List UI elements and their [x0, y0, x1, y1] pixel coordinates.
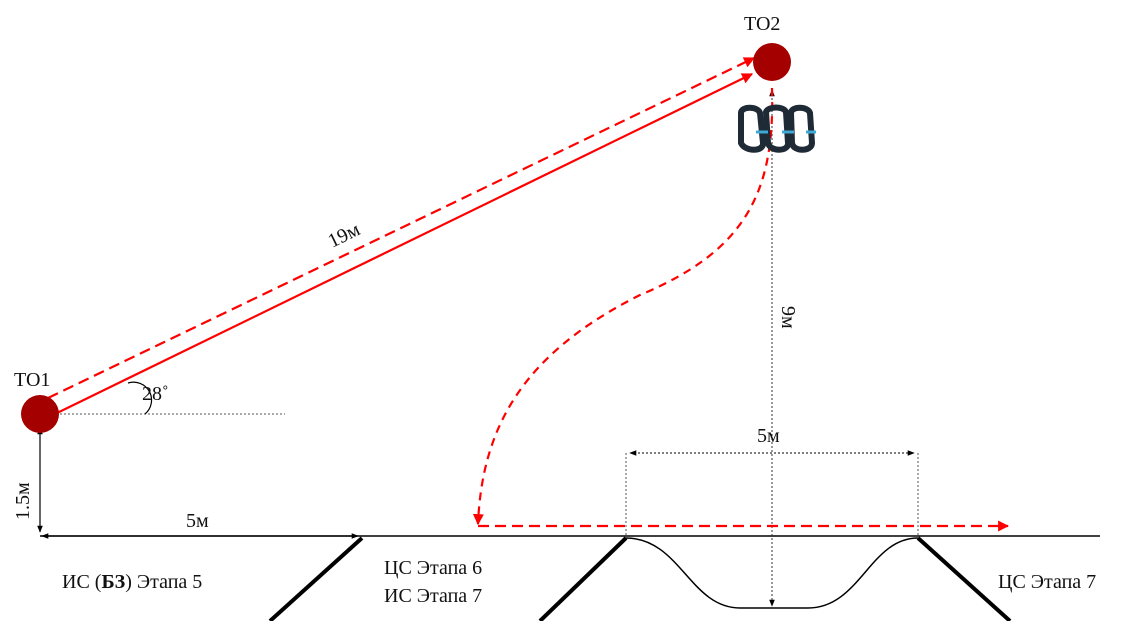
reference-lines: [60, 413, 919, 538]
slope-2: [538, 536, 628, 621]
dimensions: [37, 89, 915, 607]
zone3-label: ЦС Этапа 7: [998, 571, 1096, 593]
angle-label: 28˚: [142, 383, 169, 405]
carabiner-icon: [738, 104, 816, 153]
to1-anchor: [21, 395, 59, 433]
zone2-line1-label: ЦС Этапа 6: [384, 557, 482, 579]
slope-3: [916, 536, 1012, 621]
zone2-line2-label: ИС Этапа 7: [384, 585, 482, 607]
base-distance-label: 5м: [186, 510, 209, 532]
angle-arc: [127, 381, 153, 415]
zone1-label: ИС (БЗ) Этапа 5: [62, 571, 202, 593]
rope-solid: [54, 73, 753, 415]
height-label: 1.5м: [12, 482, 34, 520]
rope-dashed: [47, 57, 755, 399]
pit-width-label: 5м: [757, 425, 780, 447]
rope-length-label: 19м: [325, 218, 364, 252]
slope-1: [268, 536, 364, 621]
to1-label: ТО1: [14, 369, 50, 391]
pit-curve: [625, 537, 919, 609]
to2-label: ТО2: [744, 13, 780, 35]
return-path: [472, 87, 774, 526]
ropes: [47, 57, 1010, 532]
to2-anchor: [753, 43, 791, 81]
vertical-distance-label: 9м: [777, 306, 799, 329]
